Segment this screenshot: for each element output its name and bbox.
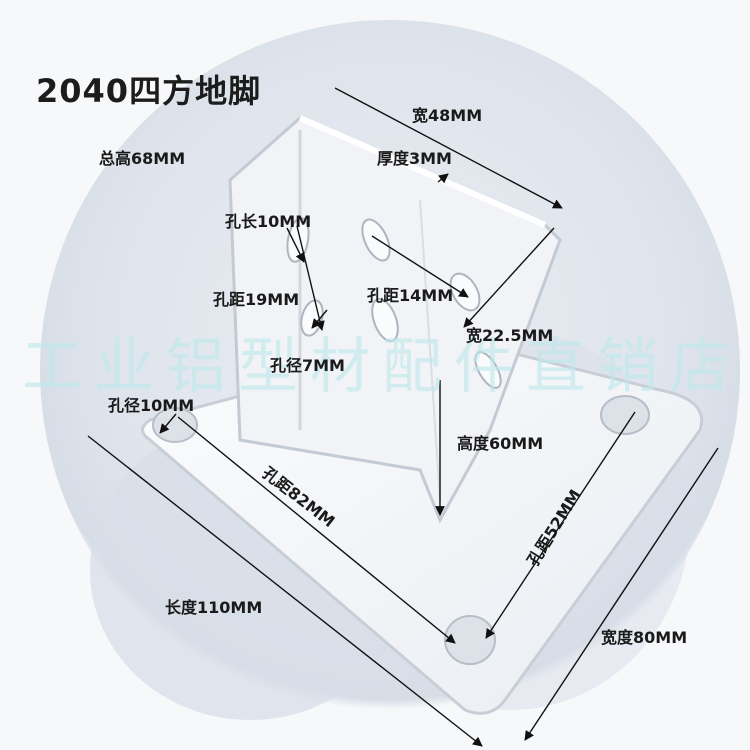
dim-line-slot-length (286, 227, 305, 263)
label-width-48: 宽48MM (412, 106, 483, 125)
dim-line-dia-10 (159, 413, 177, 434)
label-height-60: 高度60MM (457, 434, 544, 453)
dim-line-spacing-14 (371, 235, 469, 298)
dim-line-width-48 (334, 87, 563, 209)
label-hole-dia-10: 孔径10MM (108, 396, 195, 415)
label-total-height: 总高68MM (99, 149, 186, 168)
label-width-80: 宽度80MM (601, 628, 688, 647)
dimension-lines (87, 87, 719, 747)
watermark-text: 工业铝型材配件直销店 (22, 332, 742, 402)
dim-line-spacing-19 (296, 225, 325, 331)
base-hole-bottom (444, 615, 496, 665)
label-width-22-5: 宽22.5MM (466, 326, 554, 345)
product-title: 2040四方地脚 (36, 72, 262, 110)
label-slot-length: 孔长10MM (225, 212, 312, 231)
label-length-110: 长度110MM (165, 598, 263, 617)
dim-line-width-22 (463, 227, 555, 328)
label-hole-spacing-19: 孔距19MM (213, 290, 300, 309)
dim-line-spacing-82 (177, 416, 456, 644)
base-hole-right (600, 395, 650, 435)
label-hole-spacing-14: 孔距14MM (367, 286, 454, 305)
dim-line-spacing-52 (485, 411, 636, 639)
label-thickness: 厚度3MM (377, 149, 452, 168)
dim-line-width-80 (524, 447, 719, 741)
dim-line-thickness (437, 173, 449, 184)
label-hole-dia-7: 孔径7MM (270, 356, 345, 375)
dim-line-dia-7 (311, 309, 328, 329)
dim-line-length-110 (87, 435, 483, 747)
